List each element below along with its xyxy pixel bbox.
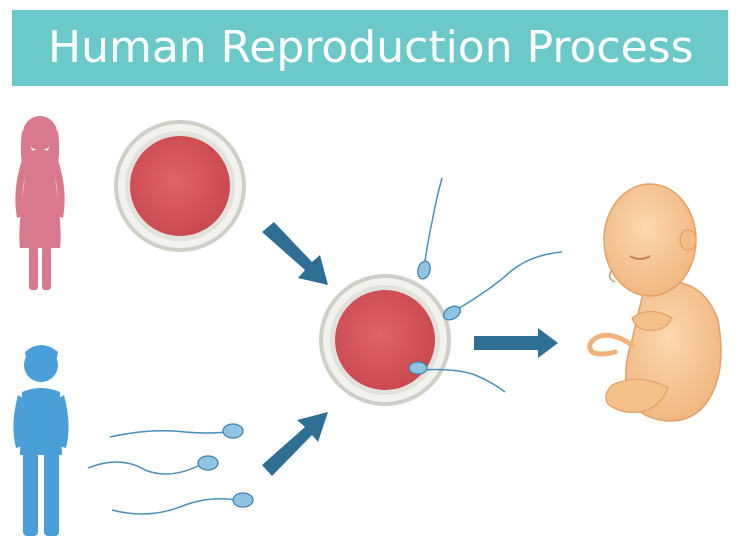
arrow-icon <box>262 412 328 476</box>
sperm-icon <box>417 177 443 280</box>
fertilized-egg-icon <box>319 274 451 406</box>
page-title: Human Reproduction Process <box>48 22 694 73</box>
title-banner: Human Reproduction Process <box>12 10 728 86</box>
fetus-icon <box>587 183 722 422</box>
sperm-icon <box>111 492 254 515</box>
female-silhouette-icon <box>15 116 65 290</box>
sperm-icon <box>109 423 244 439</box>
sperm-icon <box>443 251 563 321</box>
arrow-icon <box>474 328 558 358</box>
egg-cell-icon <box>114 120 246 252</box>
male-silhouette-icon <box>13 345 69 536</box>
sperm-icon <box>87 455 219 475</box>
arrow-icon <box>262 222 328 285</box>
sperm-icon <box>408 361 506 393</box>
